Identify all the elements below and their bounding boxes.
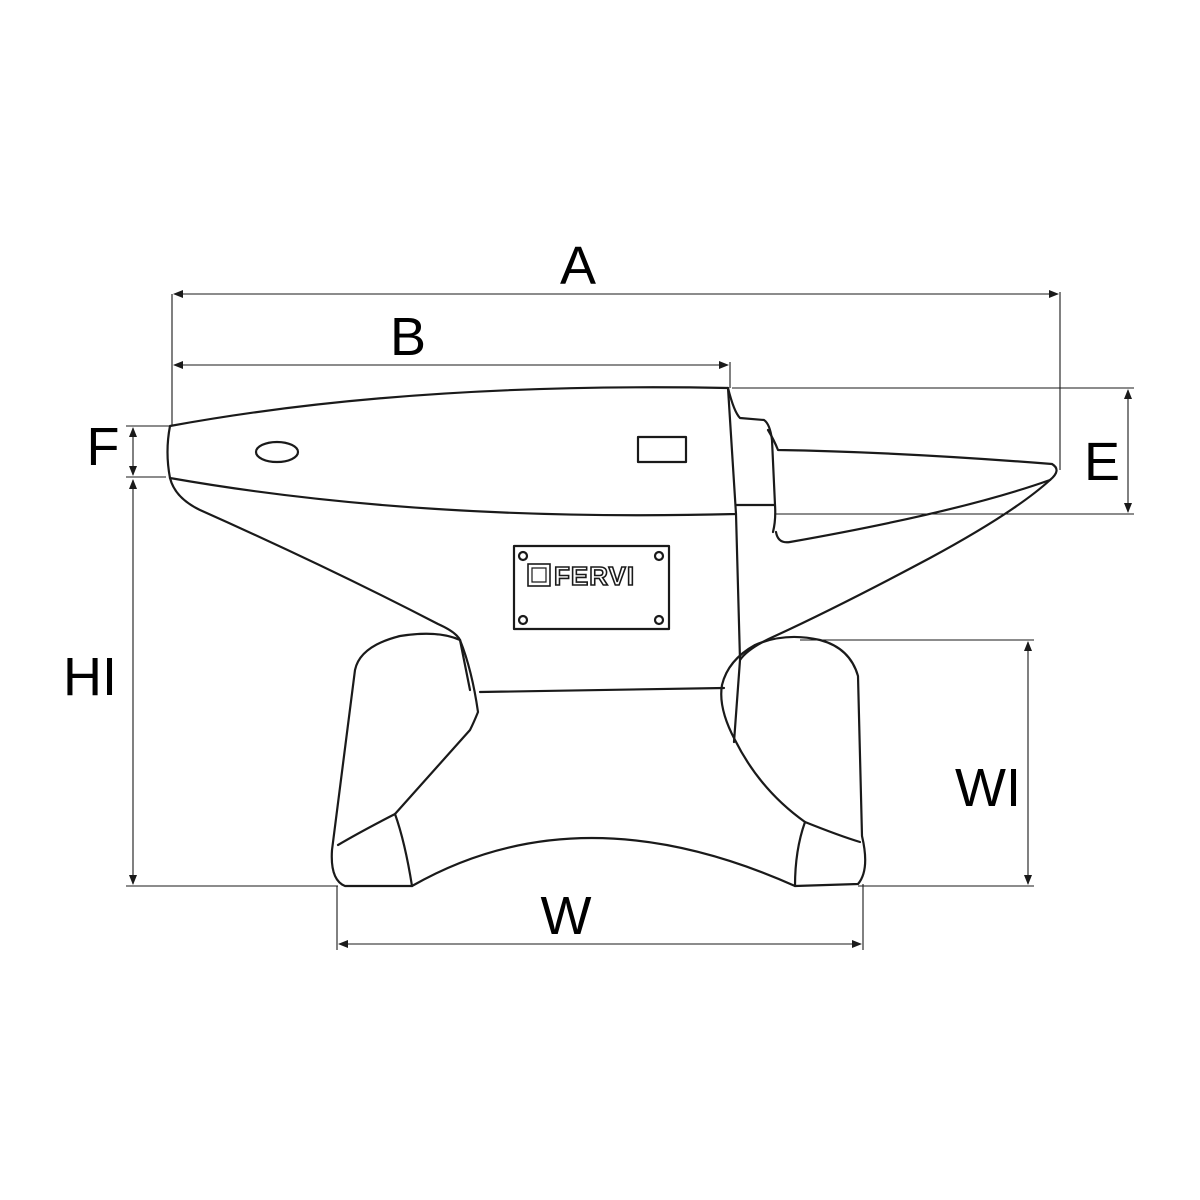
dimension-wi: WI — [800, 639, 1034, 887]
nameplate-rivet — [653, 614, 665, 626]
anvil-foot-right-pad — [793, 820, 862, 888]
dimension-e: E — [732, 387, 1134, 515]
dimension-label-b: B — [390, 307, 426, 367]
dimension-label-e: E — [1084, 432, 1120, 492]
dimension-a: A — [171, 236, 1061, 470]
anvil-horn — [766, 428, 1058, 544]
dimension-label-wi: WI — [955, 758, 1021, 818]
nameplate-rivet — [517, 550, 529, 562]
pritchel-hole — [254, 440, 300, 464]
anvil-waist-left — [168, 476, 472, 692]
dimension-w: W — [336, 884, 864, 950]
dimension-label-a: A — [560, 236, 596, 296]
anvil-step — [726, 386, 777, 534]
dimension-label-f: F — [87, 417, 120, 477]
dimension-label-hi: HI — [63, 647, 117, 707]
anvil-body-right-edge — [734, 512, 742, 662]
anvil: FERVI — [166, 386, 1058, 888]
anvil-foot-left-inner — [393, 638, 480, 816]
nameplate: FERVI — [512, 544, 671, 631]
anvil-foot-left — [330, 632, 867, 888]
nameplate-brand: FERVI — [554, 561, 635, 591]
dimension-label-w: W — [541, 886, 592, 946]
anvil-waist-right — [732, 478, 1052, 744]
anvil-waist-bottom — [478, 686, 726, 694]
nameplate-rivet — [653, 550, 665, 562]
brand-logo-icon — [527, 563, 551, 587]
nameplate-frame — [512, 544, 671, 631]
dimension-b: B — [173, 307, 731, 388]
anvil-face — [166, 386, 738, 517]
anvil-foot-left-pad — [336, 812, 414, 888]
nameplate-rivet — [517, 614, 529, 626]
hardy-hole — [636, 435, 688, 464]
dimension-f: F — [87, 417, 170, 478]
dimension-hi: HI — [63, 479, 338, 887]
